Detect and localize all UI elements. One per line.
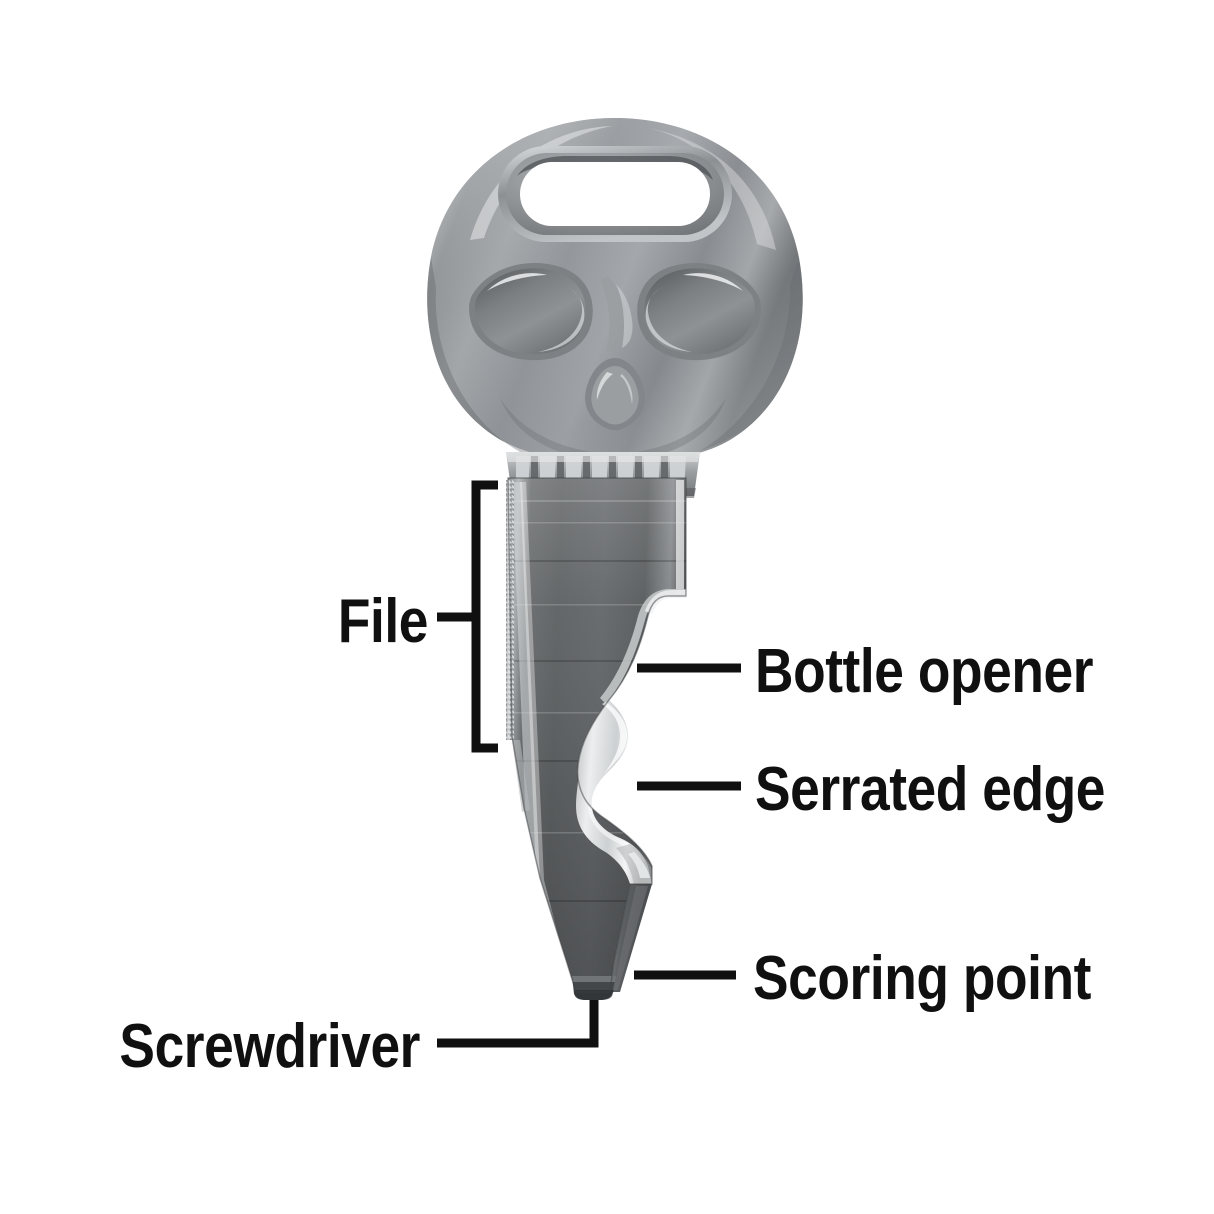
- skull-nose: [585, 358, 645, 431]
- skull-eye-right: [637, 263, 761, 361]
- callout-label-scoring-point: Scoring point: [753, 944, 1092, 1013]
- skull-head-group: [427, 118, 803, 461]
- callout-label-bottle-opener: Bottle opener: [755, 637, 1094, 706]
- leader-lines: [437, 480, 741, 1048]
- screwdriver-leader: [437, 1000, 599, 1048]
- callout-label-screwdriver: Screwdriver: [119, 1012, 420, 1081]
- skull-eye-left: [469, 263, 593, 361]
- callout-label-file: File: [337, 587, 429, 656]
- serrated-edge: [576, 700, 652, 886]
- scoring-point: [610, 884, 652, 992]
- key-blade-group: [506, 477, 687, 1000]
- keyring-hole: [498, 146, 732, 242]
- file-bracket: [437, 480, 498, 753]
- callout-label-serrated-edge: Serrated edge: [755, 755, 1106, 824]
